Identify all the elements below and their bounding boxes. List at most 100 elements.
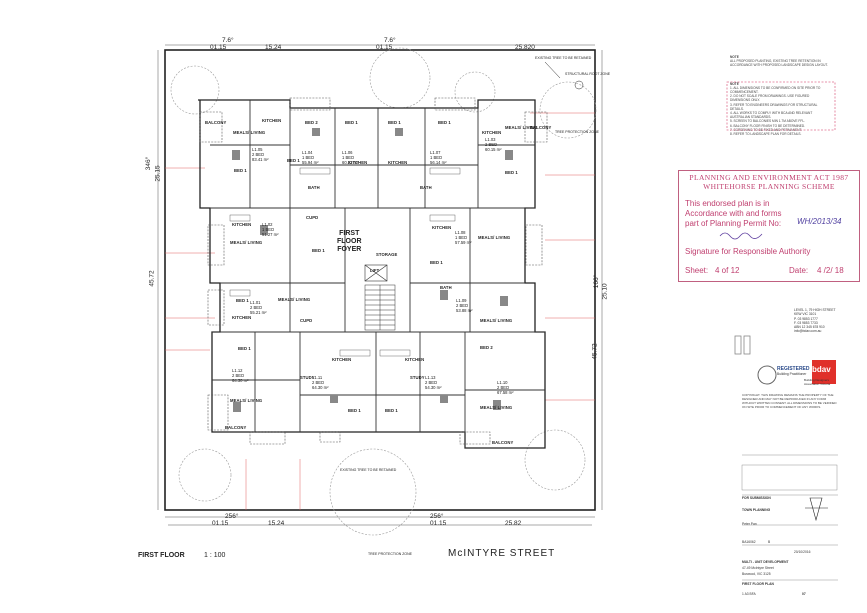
room-meals: MEALS/ LIVING [505,125,538,130]
note-line: 8. REFER TO LANDSCAPE PLAN FOR DETAILS. [730,132,802,137]
existing-tree-note-top: EXISTING TREE TO BE RETAINED [535,56,592,60]
project-address-1: 47-49 McIntyre Street [742,566,774,570]
room-kitchen: KITCHEN [388,160,408,165]
dim-bottom-2: 01.15 [212,520,229,527]
firm-contact-line: P. 03 9853 1777 [794,316,818,321]
unit-area: 53.88 m² [456,308,473,313]
unit-beds: 1 BED [455,235,468,240]
sheet-title: FIRST FLOOR PLAN [742,582,774,586]
firm-contact-line: KEW VIC 3101 [794,312,817,317]
unit-l111: L1.11 2 BED 64.30 m² [312,375,329,390]
firm-full-name: Building Designers Association Victoria [804,378,831,386]
unit-beds: 2 BED [252,152,265,157]
stamp-scheme: WHITEHORSE PLANNING SCHEME [703,182,835,191]
room-bed1: BED 1 [312,248,325,253]
room-balcony: BALCONY [530,125,552,130]
room-kitchen: KITCHEN [482,130,502,135]
bd-logo-icon [734,335,751,355]
unit-beds: 1 BED [262,227,275,232]
unit-l104: L1.04 1 BED 55.94 m² [302,150,319,165]
unit-code: L1.13 [425,375,436,380]
note-line: 3. REFER TO ENGINEERS DRAWINGS FOR STRUC… [730,102,818,111]
unit-beds: 2 BED [456,303,469,308]
existing-tree-note-bottom: EXISTING TREE TO BE RETAINED [340,468,397,472]
firm-contact: LEVEL 1, 79 HIGH STREET KEW VIC 3101 P. … [794,308,835,334]
firm-contact-line: info@bdav.com.au [794,329,822,334]
disclaimer: COPYRIGHT. THIS DRAWING REMAINS THE PROP… [742,393,837,409]
stamp-line-1: This endorsed plan is in [685,199,770,208]
stamp-sheet-value: 4 of 12 [715,266,740,275]
unit-l107: L1.07 1 BED 56.14 m² [430,150,447,165]
room-kitchen: KITCHEN [262,118,282,123]
unit-area: 60.15 m² [485,147,502,152]
unit-beds: 1 BED [430,155,443,160]
unit-code: L1.09 [456,298,467,303]
unit-l105: L1.05 2 BED 83.41 m² [252,147,269,162]
room-kitchen: KITCHEN [405,357,425,362]
unit-beds: 1 BED [302,155,315,160]
firm-contact-line: LEVEL 1, 79 HIGH STREET [794,308,836,312]
unit-code: L1.08 [455,230,466,235]
job-no: BA16062 [742,540,756,544]
room-bed: BED 1 [287,158,300,163]
room-study: STUDY [410,375,425,380]
room-meals: MEALS/ LIVING [480,405,513,410]
room-bath: BATH [308,185,320,190]
project-address-2: Burwood, VIC 3125 [742,572,771,576]
unit-area: 56.14 m² [430,160,447,165]
stamp-signature-line: Signature for Responsible Authority [685,247,811,256]
foyer-label-line-1: FIRST [339,230,360,237]
town-planning: TOWN PLANNING [742,508,771,512]
dim-right-3: 25.10 [601,283,609,300]
unit-area: 51.27 m² [262,232,279,237]
room-bed1: BED 1 [348,408,361,413]
firm-contact-line: ABN 12 345 678 910 [794,325,825,330]
dim-right-2: 166° [593,274,601,289]
revision: B [768,540,771,544]
room-kitchen: KITCHEN [348,160,368,165]
room-balcony: BALCONY [225,425,247,430]
unit-l109: L1.09 2 BED 53.88 m² [456,298,473,313]
room-storage: STORAGE [376,252,398,257]
dim-bottom-3: 15.24 [268,520,285,527]
notes-panel: NOTE ALL PROPOSED PLANTING, EXISTING TRE… [730,55,830,136]
foyer-label-line-2: FLOOR [337,238,362,245]
stair-core [364,284,396,331]
dim-top-5: 01.15 [376,44,393,51]
dim-bottom-4: 256° [430,513,444,520]
balconies [199,97,548,445]
room-meals: MEALS/ LIVING [233,130,266,135]
room-meals: MEALS/ LIVING [480,318,513,323]
dim-left-2: 346° [145,156,153,171]
registered-label: REGISTERED [777,366,810,372]
unit-l102: L1.02 1 BED 51.27 m² [262,222,279,237]
room-bed1: BED 1 [238,346,251,351]
foyer-label: FIRST FLOOR FOYER [337,230,362,254]
unit-l113: L1.13 2 BED 54.30 m² [425,375,442,390]
dim-bottom-1: 256° [225,513,239,520]
firm-contact-line: F. 03 9853 7733 [794,320,818,325]
room-study: STUDY [300,375,315,380]
unit-area: 57.59 m² [455,240,472,245]
note-line: 1. ALL DIMENSIONS TO BE CONFIRMED ON SIT… [730,85,821,95]
dim-bottom-5: 01.15 [430,520,447,527]
drawn-by: Peter Pan [742,522,757,526]
issue-date: 20/10/2016 [794,550,811,554]
unit-area: 64.30 m² [232,378,249,383]
tree-protection-note: TREE PROTECTION ZONE [555,130,599,134]
room-bath: BATH [420,185,432,190]
unit-code: L1.05 [252,147,263,152]
interior-walls [210,100,545,448]
unit-area: 83.41 m² [252,157,269,162]
kitchen-benches [229,167,461,357]
dim-top-3: 15.24 [265,44,282,51]
room-meals: MEALS/ LIVING [230,240,263,245]
dim-right-1: 45.72 [591,343,599,360]
unit-l103: L1.03 2 BED 60.15 m² [485,137,502,152]
stamp-sheet-label: Sheet: [685,266,709,275]
room-balcony: BALCONY [492,440,514,445]
unit-beds: 2 BED [232,373,245,378]
room-meals: MEALS/ LIVING [478,235,511,240]
unit-area: 55.94 m² [302,160,319,165]
